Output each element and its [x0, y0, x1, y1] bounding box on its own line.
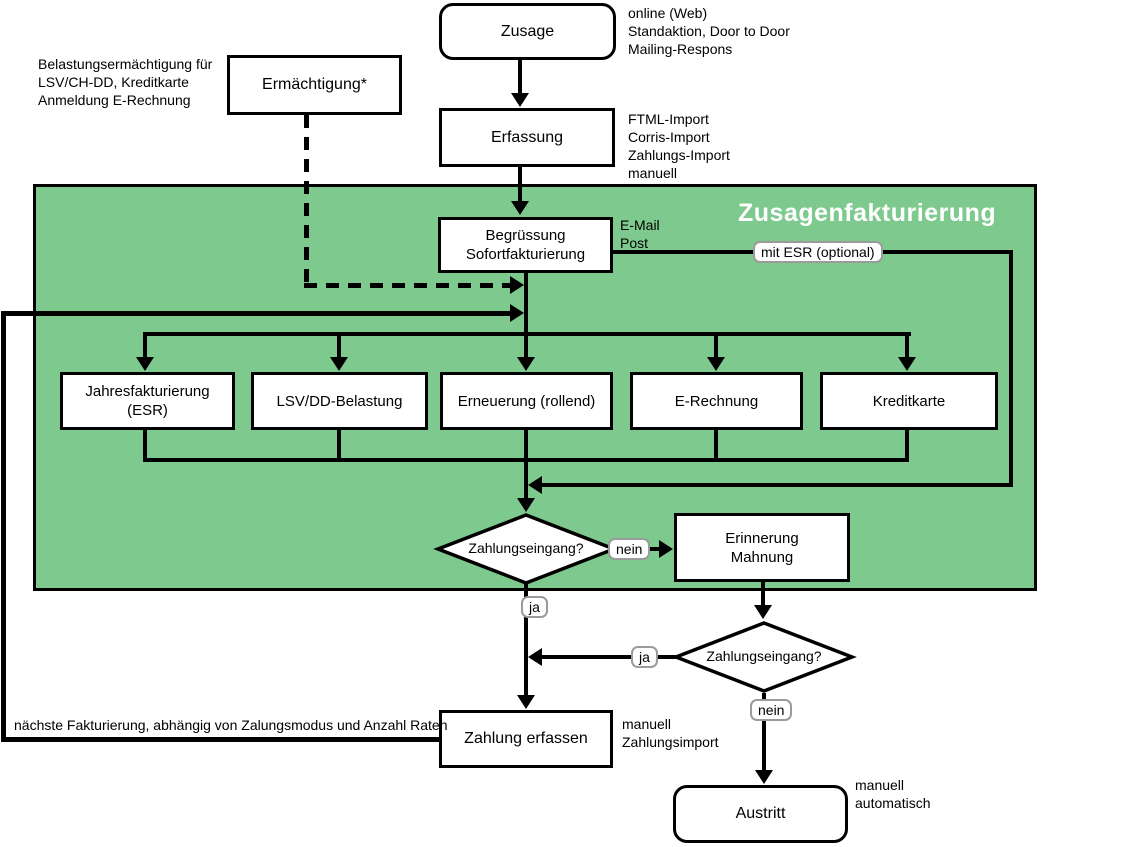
arrowhead-lsv: [330, 357, 348, 371]
jahresfakturierung-label-line1: Jahresfakturierung: [85, 383, 210, 400]
edge-ja1-down: [524, 583, 528, 697]
erinnerung-mahnung-node: Erinnerung Mahnung: [674, 513, 850, 582]
zahlungseingang1-label: Zahlungseingang?: [468, 540, 584, 556]
zahlung-erfassen-annotation: manuell Zahlungsimport: [622, 715, 719, 751]
erfassung-annotation-line1: FTML-Import: [628, 111, 709, 127]
nein1-badge: nein: [608, 538, 651, 560]
edge-zusage-erfassung: [518, 60, 522, 96]
arrowhead-jahresfakturierung: [136, 357, 154, 371]
edge-center-decision1: [524, 430, 528, 500]
arrowhead-nein1: [659, 540, 673, 558]
edge-erinnerung-decision2: [761, 582, 765, 607]
ja2-badge: ja: [631, 646, 658, 668]
edge-feedback-top: [1, 311, 511, 316]
zahlungseingang2-label: Zahlungseingang?: [706, 648, 822, 664]
erfassung-annotation-line3: Zahlungs-Import: [628, 147, 730, 163]
edge-stub-erechnung: [714, 332, 718, 358]
ermaechtigung-label: Ermächtigung*: [262, 76, 367, 93]
zusage-node: Zusage: [439, 3, 616, 60]
jahresfakturierung-label-line2: (ESR): [127, 402, 168, 419]
edge-collect-lsv: [337, 430, 341, 462]
naechste-fakturierung-annotation: nächste Fakturierung, abhängig von Zalun…: [14, 717, 448, 733]
austritt-annotation-line2: automatisch: [855, 795, 931, 811]
edge-ja2: [542, 655, 676, 659]
mit-esr-badge: mit ESR (optional): [753, 241, 883, 263]
erinnerung-label-line2: Mahnung: [730, 548, 794, 566]
arrowhead-erechnung: [707, 357, 725, 371]
erfassung-annotation-line4: manuell: [628, 165, 678, 181]
zahlungseingang2-diamond: [671, 621, 857, 693]
erfassung-annotation: FTML-Import Corris-Import Zahlungs-Impor…: [628, 110, 730, 182]
arrowhead-center-erneuerung: [517, 357, 535, 371]
zahlung-erfassen-label: Zahlung erfassen: [464, 730, 588, 747]
begruessung-label-line1: Begrüssung: [485, 227, 566, 244]
belastungsermaechtigung-line2: LSV/CH-DD, Kreditkarte: [38, 74, 189, 90]
edge-feedback-vertical: [1, 311, 6, 741]
austritt-node: Austritt: [673, 785, 848, 843]
edge-stub-jahresfakturierung: [143, 332, 147, 358]
edge-collect-jahresfakturierung: [143, 430, 147, 462]
arrowhead-decision2: [754, 605, 772, 619]
edge-stub-kreditkarte: [905, 332, 909, 358]
arrowhead-ja2: [528, 648, 542, 666]
erinnerung-label-line1: Erinnerung: [725, 529, 799, 547]
zahlung-erfassen-annotation-line2: Zahlungsimport: [622, 734, 719, 750]
edge-ermaechtigung-dashed-horizontal: [304, 283, 510, 288]
edge-begruessung-center-drop: [524, 272, 528, 359]
edge-esr-down: [1009, 250, 1013, 487]
austritt-annotation-line1: manuell: [855, 777, 905, 793]
e-rechnung-label: E-Rechnung: [674, 392, 759, 410]
lsv-dd-belastung-node: LSV/DD-Belastung: [251, 372, 428, 430]
zahlung-erfassen-node: Zahlung erfassen: [439, 710, 613, 768]
arrowhead-ermaechtigung-dashed: [510, 276, 524, 294]
edge-collect-erechnung: [714, 430, 718, 462]
ermaechtigung-node: Ermächtigung*: [227, 55, 402, 115]
nein2-badge: nein: [750, 699, 793, 721]
edge-esr-return: [542, 483, 1013, 487]
zahlung-erfassen-annotation-line1: manuell: [622, 716, 672, 732]
edge-erfassung-begruessung: [518, 167, 522, 203]
austritt-annotation: manuell automatisch: [855, 776, 930, 812]
arrowhead-feedback-top: [510, 304, 524, 322]
e-rechnung-node: E-Rechnung: [630, 372, 803, 430]
erfassung-label: Erfassung: [490, 128, 564, 146]
arrowhead-esr-return: [528, 476, 542, 494]
edge-collect-kreditkarte: [905, 430, 909, 462]
arrowhead-kreditkarte: [898, 357, 916, 371]
zusage-label: Zusage: [500, 22, 555, 40]
begruessung-label-line2: Sofortfakturierung: [465, 246, 586, 263]
arrowhead-zusage-erfassung: [511, 93, 529, 107]
begruessung-annotation: E-Mail Post: [620, 216, 660, 252]
edge-feedback-bottom: [1, 737, 439, 742]
edge-stub-lsv: [337, 332, 341, 358]
austritt-label: Austritt: [735, 805, 786, 822]
kreditkarte-node: Kreditkarte: [820, 372, 998, 430]
erfassung-node: Erfassung: [439, 108, 615, 167]
jahresfakturierung-node: Jahresfakturierung (ESR): [60, 372, 235, 430]
erneuerung-label: Erneuerung (rollend): [457, 392, 596, 410]
ja1-badge: ja: [521, 596, 548, 618]
erneuerung-node: Erneuerung (rollend): [440, 372, 613, 430]
region-title: Zusagenfakturierung: [738, 199, 997, 227]
arrowhead-erfassung-begruessung: [511, 201, 529, 215]
begruessung-annotation-line2: Post: [620, 235, 649, 251]
erfassung-annotation-line2: Corris-Import: [628, 129, 710, 145]
arrowhead-zahlung-erfassen: [517, 695, 535, 709]
kreditkarte-label: Kreditkarte: [872, 392, 946, 410]
arrowhead-decision1: [517, 498, 535, 512]
zusage-annotation: online (Web) Standaktion, Door to Door M…: [628, 4, 790, 58]
zusage-annotation-line2: Standaktion, Door to Door: [628, 23, 790, 39]
zusage-annotation-line3: Mailing-Respons: [628, 41, 733, 57]
zusage-annotation-line1: online (Web): [628, 5, 708, 21]
belastungsermaechtigung-annotation: Belastungsermächtigung für LSV/CH-DD, Kr…: [38, 55, 212, 109]
belastungsermaechtigung-line1: Belastungsermächtigung für: [38, 56, 213, 72]
begruessung-annotation-line1: E-Mail: [620, 217, 660, 233]
edge-ermaechtigung-dashed-vertical: [304, 115, 309, 283]
belastungsermaechtigung-line3: Anmeldung E-Rechnung: [38, 92, 191, 108]
lsv-dd-belastung-label: LSV/DD-Belastung: [276, 392, 403, 410]
arrowhead-austritt: [755, 770, 773, 784]
edge-nein2-down: [762, 693, 766, 772]
begruessung-node: Begrüssung Sofortfakturierung: [438, 217, 613, 273]
edge-distribution-line: [143, 332, 911, 336]
